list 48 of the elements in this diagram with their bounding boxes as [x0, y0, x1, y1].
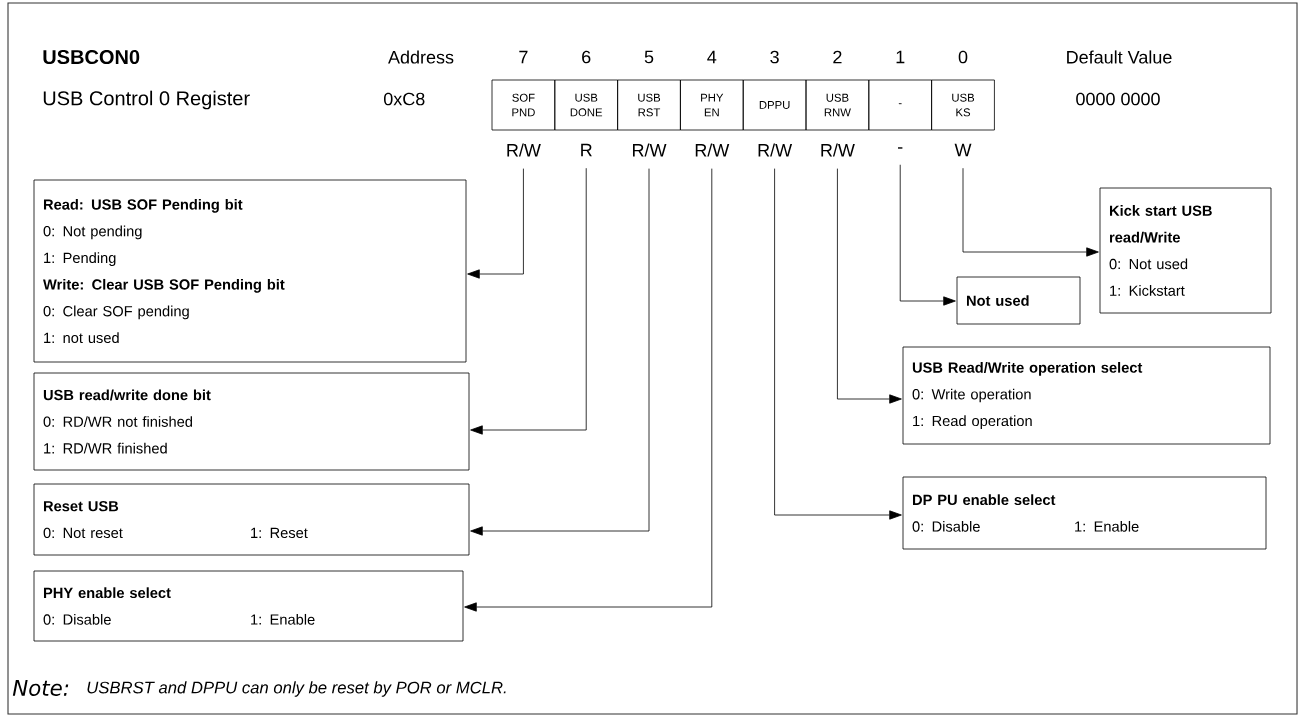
bit-number: 1	[896, 50, 905, 64]
arrow	[774, 168, 902, 520]
bit-cell: DPPU	[742, 79, 807, 131]
bit-cell: -	[868, 79, 932, 131]
bit-number: 3	[770, 50, 779, 64]
bit-number: 4	[707, 50, 717, 64]
arrow	[464, 168, 713, 612]
bit-number: 7	[519, 50, 528, 64]
arrow	[470, 168, 650, 536]
bit-cell: SOF PND	[491, 79, 556, 131]
description-box: Read: USB SOF Pending bit 0: Not pending 1: Pending Write: Clear USB SOF Pending bit 0: Clear SOF pending 1: not used	[33, 179, 467, 363]
column-heading: Default Value	[1067, 50, 1172, 64]
description-box: Kick start USB read/Write 0: Not used 1: Kickstart	[1099, 187, 1272, 314]
register-description: USB Control 0 Register	[43, 90, 250, 110]
default-value: 0000 0000	[1076, 92, 1160, 106]
access-label: R/W	[758, 143, 793, 157]
bit-cell: USB DONE	[554, 79, 618, 131]
note-text: USBRST and DPPU can only be reset by POR or MCLR.	[87, 681, 506, 697]
note-label: Note:	[12, 680, 69, 696]
bit-number: 5	[644, 50, 654, 64]
arrow	[470, 167, 587, 435]
bit-cell: PHY EN	[680, 79, 744, 131]
description-box: Reset USB 0: Not reset 1: Reset	[33, 483, 470, 556]
bit-number: 0	[958, 50, 968, 64]
column-heading: Address	[388, 50, 454, 64]
description-box: Not used	[956, 276, 1081, 325]
arrow	[467, 168, 524, 279]
description-box: USB Read/Write operation select 0: Write operation 1: Read operation	[902, 346, 1271, 445]
bit-number: 2	[833, 50, 842, 64]
access-label: -	[898, 147, 903, 149]
arrow	[837, 168, 902, 404]
bit-cell: USB RNW	[805, 79, 870, 131]
access-label: R/W	[821, 143, 855, 157]
access-label: R/W	[633, 143, 667, 157]
address-value: 0xC8	[384, 92, 425, 106]
access-label: W	[954, 143, 972, 157]
access-label: R/W	[507, 143, 541, 157]
bit-cell: USB RST	[617, 79, 681, 131]
description-box: DP PU enable select 0: Disable 1: Enable	[902, 476, 1267, 550]
arrow	[962, 167, 1099, 257]
bit-number: 6	[582, 50, 591, 64]
arrow	[899, 164, 956, 306]
access-label: R	[581, 143, 592, 157]
description-box: PHY enable select 0: Disable 1: Enable	[33, 570, 464, 642]
register-name: USBCON0	[43, 49, 140, 65]
bit-cell: USB KS	[931, 79, 995, 131]
description-box: USB read/write done bit 0: RD/WR not finished 1: RD/WR finished	[33, 372, 470, 471]
access-label: R/W	[695, 143, 730, 157]
